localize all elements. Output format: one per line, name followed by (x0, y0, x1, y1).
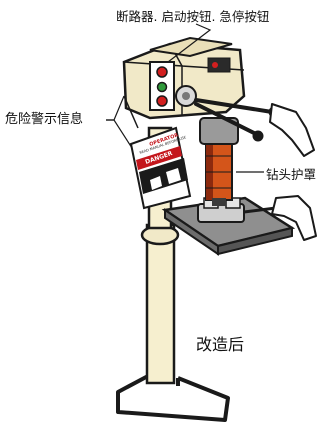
leader-lines (106, 23, 264, 173)
bit-guard (205, 139, 233, 206)
danger-tag: OPERATOR READ MANUAL BEFORE USE DANGER (123, 95, 192, 210)
control-panel (149, 61, 175, 111)
label-breaker-buttons: 断路器. 启动按钮. 急停按钮 (116, 9, 270, 24)
emergency-stop-button (156, 95, 168, 107)
quill (199, 117, 239, 145)
label-after-modification: 改造后 (196, 335, 245, 354)
operator-hands (269, 103, 317, 241)
start-button (156, 81, 168, 93)
column (145, 223, 176, 385)
label-bit-guard: 钻头护罩 (266, 167, 317, 182)
vise (197, 197, 277, 223)
breaker-switch (156, 66, 168, 78)
label-danger-info: 危险警示信息 (5, 112, 84, 127)
